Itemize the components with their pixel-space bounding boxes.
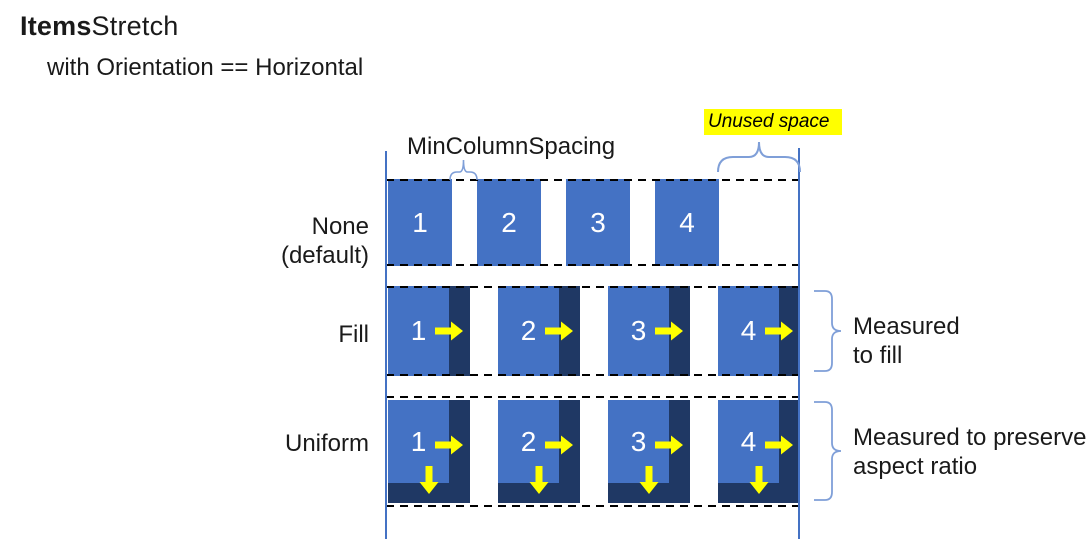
down-arrow-icon [419, 466, 439, 494]
item-number: 4 [740, 315, 757, 346]
item-number: 2 [501, 206, 517, 238]
title-bold-part: Items [20, 11, 92, 41]
dashed-line [386, 505, 799, 507]
item-box-stretched: 1 [388, 286, 470, 376]
left-boundary-line [385, 151, 387, 539]
down-arrow-icon [749, 466, 769, 494]
item-box: 2 [477, 179, 541, 266]
item-number: 2 [520, 315, 537, 346]
measured-to-preserve-brace [814, 401, 842, 501]
item-box-stretched: 4 [718, 400, 800, 503]
page-title: ItemsStretch [20, 11, 178, 42]
item-box-stretched: 2 [498, 400, 580, 503]
item-box-stretched: 3 [608, 400, 690, 503]
item-box-stretched: 4 [718, 286, 800, 376]
measured-to-fill-text: Measured to fill [853, 313, 960, 369]
min-column-spacing-brace [449, 159, 478, 181]
item-number: 3 [630, 315, 647, 346]
right-arrow-icon [765, 321, 793, 341]
item-number: 4 [740, 425, 757, 457]
item-number: 1 [410, 315, 427, 346]
item-box: 1 [388, 179, 452, 266]
right-arrow-icon [435, 321, 463, 341]
right-arrow-icon [655, 321, 683, 341]
dashed-line [386, 286, 799, 288]
right-boundary-line [798, 148, 800, 539]
measured-to-preserve-text: Measured to preserve aspect ratio [853, 424, 1087, 480]
item-number: 4 [679, 206, 695, 238]
dashed-line [386, 374, 799, 376]
right-arrow-icon [435, 435, 463, 455]
dashed-line [386, 396, 799, 398]
right-arrow-icon [545, 435, 573, 455]
right-arrow-icon [655, 435, 683, 455]
item-box: 4 [655, 179, 719, 266]
item-number: 3 [590, 206, 606, 238]
row-label-fill: Fill [338, 321, 369, 348]
item-box-stretched: 3 [608, 286, 690, 376]
right-arrow-icon [765, 435, 793, 455]
item-box-stretched: 1 [388, 400, 470, 503]
item-box: 3 [566, 179, 630, 266]
down-arrow-icon [529, 466, 549, 494]
dashed-line [386, 264, 799, 266]
dashed-line [386, 179, 799, 181]
item-number: 1 [410, 425, 427, 457]
page-subtitle: with Orientation == Horizontal [47, 54, 364, 81]
right-arrow-icon [545, 321, 573, 341]
unused-space-label: Unused space [704, 109, 843, 135]
item-number: 2 [520, 425, 537, 457]
row-label-none: None (default) [280, 213, 369, 269]
title-regular-part: Stretch [91, 11, 179, 41]
down-arrow-icon [639, 466, 659, 494]
measured-to-fill-brace [814, 290, 842, 372]
item-number: 1 [412, 206, 428, 238]
item-box-stretched: 2 [498, 286, 580, 376]
min-column-spacing-label: MinColumnSpacing [407, 133, 616, 160]
item-number: 3 [630, 425, 647, 457]
unused-space-brace [717, 141, 801, 173]
row-label-uniform: Uniform [284, 430, 369, 457]
